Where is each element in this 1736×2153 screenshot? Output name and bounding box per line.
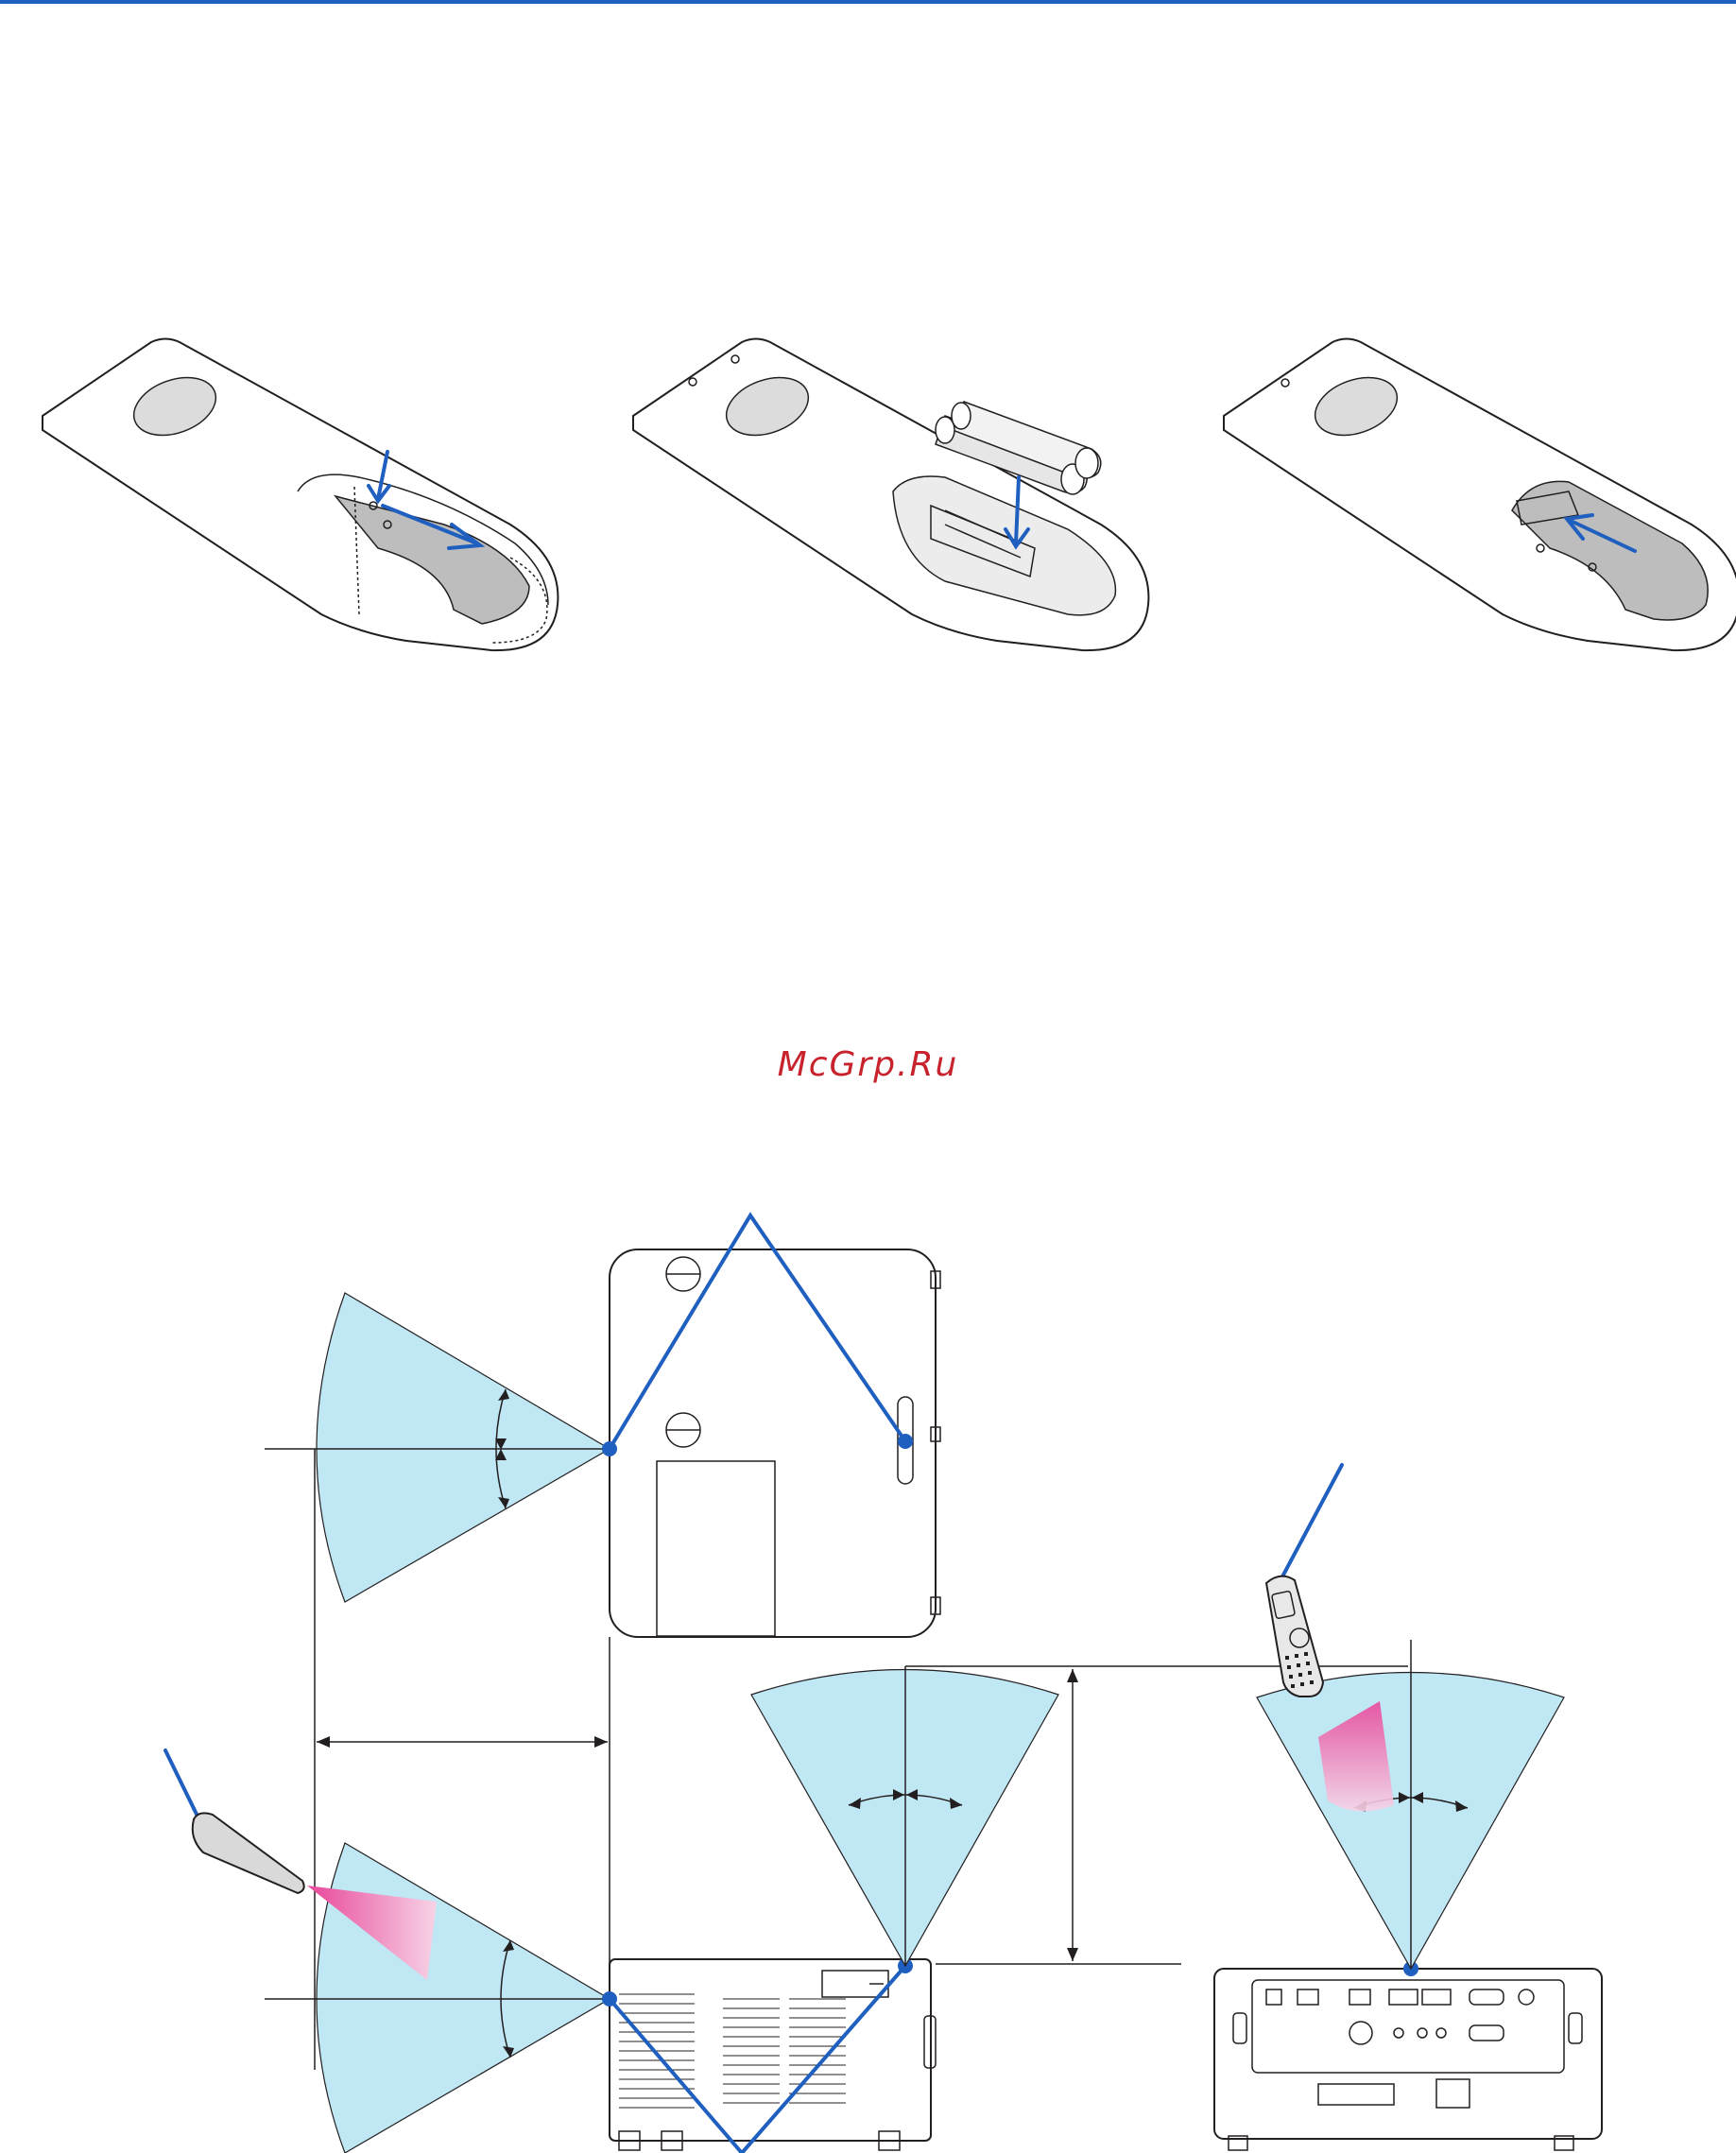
- battery-step-2-remote: [633, 339, 1148, 651]
- side-view-reception-sector-up: [751, 1666, 1058, 1966]
- watermark-text: McGrp.Ru: [0, 1045, 1736, 1084]
- projector-side-view: [602, 1958, 936, 2153]
- top-view-reception-sector: [265, 1293, 610, 1602]
- projector-rear-view: [1214, 1961, 1602, 2150]
- remote-control-side-left: [165, 1750, 437, 1980]
- projector-top-view: [610, 1249, 940, 1637]
- distance-arrow-horizontal: [317, 1736, 608, 1748]
- battery-step-3-remote: [1224, 339, 1736, 651]
- remote-control-top-right: [1266, 1465, 1342, 1697]
- battery-step-1-remote: [43, 339, 558, 651]
